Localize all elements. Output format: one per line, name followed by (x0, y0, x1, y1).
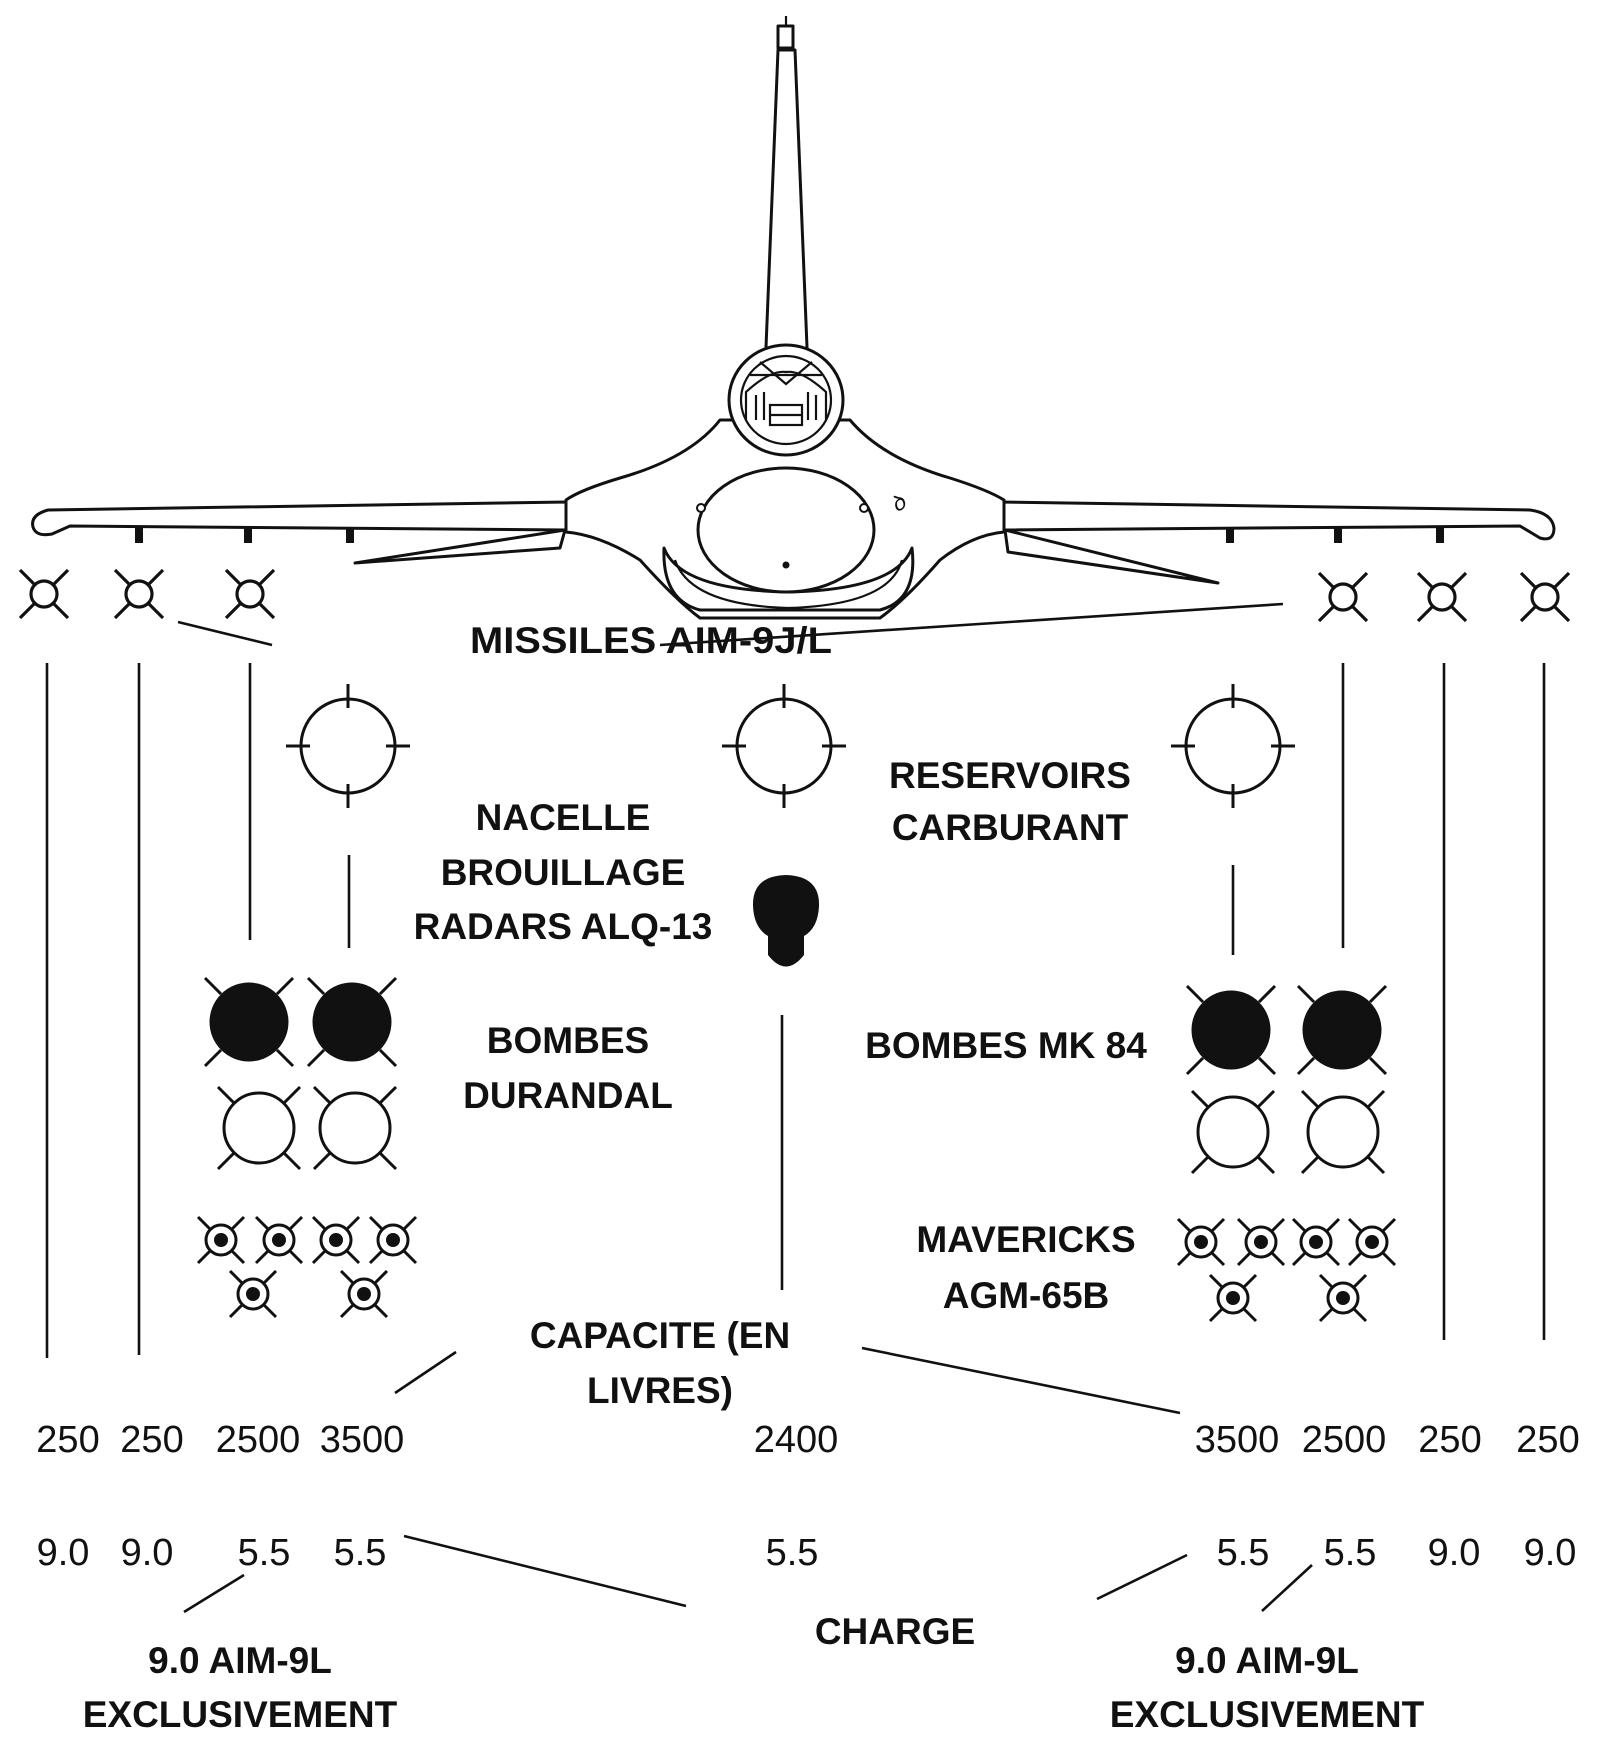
maverick-missile-icon (254, 1215, 304, 1265)
maverick-missile-icon (1318, 1273, 1368, 1323)
load-value: 5.5 (238, 1532, 291, 1574)
mk84-bomb-icon (1296, 984, 1388, 1076)
ejection-seat (744, 361, 828, 427)
fin-tip-antenna (776, 24, 795, 50)
capacity-value: 3500 (1195, 1419, 1280, 1461)
capacity-value: 2500 (1302, 1419, 1387, 1461)
mavericks-left (196, 1215, 418, 1319)
durandal-bomb-icon (1190, 1089, 1276, 1175)
durandal-bomb-icon (1300, 1089, 1386, 1175)
fuel-tank-icon (1169, 682, 1297, 810)
wing-pylons (135, 527, 1444, 543)
maverick-missile-icon (368, 1215, 418, 1265)
air-intake (662, 546, 915, 612)
mavericks-right (1176, 1217, 1397, 1323)
capacity-value: 250 (1418, 1419, 1481, 1461)
maverick-missile-icon (311, 1215, 361, 1265)
maverick-missile-icon (228, 1269, 278, 1319)
mk84-bomb-icon (306, 976, 398, 1068)
aim9-missile-icon (113, 568, 165, 620)
maverick-missile-icon (339, 1269, 389, 1319)
maverick-missile-icon (1176, 1217, 1226, 1267)
load-value: 5.5 (766, 1532, 819, 1574)
right-ventral-fin (1003, 528, 1220, 585)
aircraft-front-view: ꝺ (31, 16, 1556, 620)
maverick-missile-icon (1236, 1217, 1286, 1267)
jammer-pod-icon (752, 875, 820, 967)
durandal-bomb-icon (216, 1085, 302, 1171)
label-capacite-line1: CAPACITE (EN (530, 1315, 790, 1356)
left-ventral-fin (353, 528, 567, 565)
label-bombes-durandal-line2: DURANDAL (463, 1075, 673, 1116)
leader-lines (177, 602, 1313, 1614)
durandal-bomb-icon (312, 1085, 398, 1171)
label-reservoirs-line1: RESERVOIRS (889, 755, 1131, 796)
note-right-line1: 9.0 AIM-9L (1175, 1640, 1359, 1681)
mk84-bomb-icon (203, 976, 295, 1068)
aim9-missile-icon (224, 568, 276, 620)
label-charge: CHARGE (815, 1611, 975, 1652)
aim9-missile-icon (1519, 571, 1571, 623)
label-bombes-durandal-line1: BOMBES (487, 1020, 649, 1061)
radome (696, 466, 876, 594)
maverick-missile-icon (1291, 1217, 1341, 1267)
left-wing (31, 500, 569, 537)
capacity-values: 250 250 2500 3500 2400 3500 2500 250 250 (36, 1419, 1579, 1461)
capacity-value: 250 (36, 1419, 99, 1461)
load-value: 9.0 (1428, 1532, 1481, 1574)
load-value: 9.0 (121, 1532, 174, 1574)
capacity-value: 2400 (754, 1419, 839, 1461)
load-value: 5.5 (334, 1532, 387, 1574)
label-mavericks-line1: MAVERICKS (916, 1219, 1135, 1260)
load-value: 9.0 (37, 1532, 90, 1574)
fuel-tank-icon (284, 682, 412, 810)
label-missiles: MISSILES AIM-9J/L (470, 620, 832, 661)
station-drop-lines (45, 663, 1546, 1358)
tail-fin (763, 48, 810, 374)
canopy (727, 343, 845, 457)
labels: MISSILES AIM-9J/L RESERVOIRS CARBURANT N… (83, 620, 1425, 1735)
aim9-missile-icon (18, 568, 70, 620)
fuel-tanks (284, 682, 1297, 810)
capacity-value: 3500 (320, 1419, 405, 1461)
bombs-filled (203, 976, 1388, 1076)
aim9-missile-icon (1416, 571, 1468, 623)
label-nacelle-line3: RADARS ALQ-13 (414, 906, 713, 947)
capacity-value: 250 (1516, 1419, 1579, 1461)
mk84-bomb-icon (1185, 984, 1277, 1076)
load-factor-values: 9.0 9.0 5.5 5.5 5.5 5.5 5.5 9.0 9.0 (37, 1532, 1577, 1574)
load-value: 5.5 (1217, 1532, 1270, 1574)
load-value: 9.0 (1524, 1532, 1577, 1574)
fuel-tank-icon (720, 682, 848, 810)
maverick-missile-icon (196, 1215, 246, 1265)
label-mavericks-line2: AGM-65B (943, 1275, 1110, 1316)
note-right-line2: EXCLUSIVEMENT (1110, 1694, 1425, 1735)
note-left-line1: 9.0 AIM-9L (148, 1640, 332, 1681)
label-bombes-mk84: BOMBES MK 84 (865, 1025, 1147, 1066)
right-wing (998, 500, 1556, 541)
maverick-missile-icon (1347, 1217, 1397, 1267)
capacity-value: 2500 (216, 1419, 301, 1461)
label-nacelle-line1: NACELLE (476, 797, 651, 838)
load-value: 5.5 (1324, 1532, 1377, 1574)
label-nacelle-line2: BROUILLAGE (441, 852, 686, 893)
label-reservoirs-line2: CARBURANT (892, 807, 1129, 848)
maverick-missile-icon (1208, 1273, 1258, 1323)
aim9-missile-icon (1317, 571, 1369, 623)
label-capacite-line2: LIVRES) (587, 1370, 733, 1411)
bombs-open (216, 1085, 1386, 1175)
note-left-line2: EXCLUSIVEMENT (83, 1694, 398, 1735)
capacity-value: 250 (120, 1419, 183, 1461)
